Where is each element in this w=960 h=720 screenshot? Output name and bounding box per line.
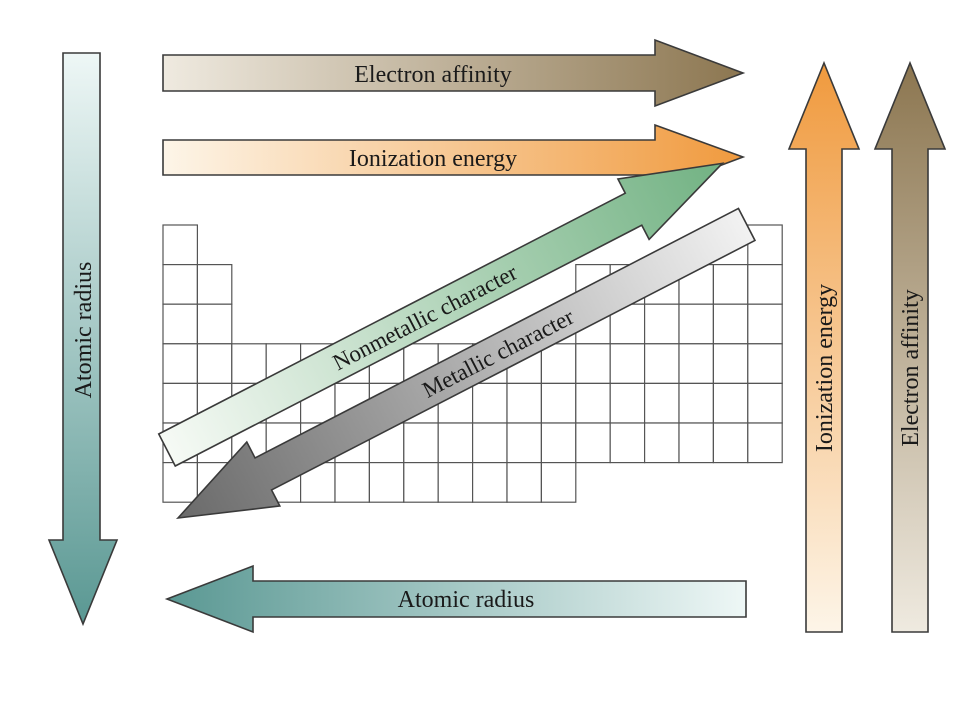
table-cell — [678, 303, 715, 345]
table-cell — [368, 462, 405, 503]
table-cell — [472, 462, 508, 503]
table-cell — [403, 462, 439, 503]
table-cell — [162, 462, 199, 503]
table-cell — [472, 382, 508, 424]
table-cell — [540, 422, 577, 464]
electron-affinity-arrow-top: Electron affinity — [162, 38, 746, 108]
table-cell — [575, 343, 611, 384]
table-cell — [162, 303, 199, 345]
table-cell — [472, 422, 508, 464]
table-cell — [506, 382, 543, 424]
table-cell — [334, 462, 371, 503]
table-cell — [609, 382, 646, 424]
table-cell — [643, 422, 680, 464]
ionization-energy-arrow-top: Ionization energy — [162, 123, 746, 192]
electron-affinity-label-top: Electron affinity — [354, 62, 512, 88]
table-cell — [712, 303, 749, 345]
table-cell — [506, 462, 543, 503]
table-cell — [678, 343, 715, 384]
atomic-radius-label-left: Atomic radius — [71, 262, 97, 399]
table-cell — [609, 422, 646, 464]
table-cell — [231, 343, 267, 384]
table-cell — [678, 422, 715, 464]
table-cell — [506, 422, 543, 464]
table-cell — [643, 382, 680, 424]
table-cell — [747, 343, 783, 384]
table-cell — [540, 382, 577, 424]
table-cell — [437, 462, 474, 503]
table-cell — [162, 343, 199, 384]
table-cell — [162, 264, 199, 305]
table-cell — [196, 303, 233, 345]
table-cell — [575, 382, 611, 424]
table-cell — [712, 382, 749, 424]
table-cell — [609, 343, 646, 384]
table-cell — [643, 343, 680, 384]
table-cell — [747, 264, 783, 305]
table-cell — [540, 343, 577, 384]
table-cell — [196, 264, 233, 305]
table-cell — [747, 422, 783, 464]
table-cell — [540, 462, 577, 503]
table-cell — [162, 224, 199, 266]
atomic-radius-label-bottom: Atomic radius — [398, 587, 535, 613]
table-cell — [403, 422, 439, 464]
ionization-energy-label-right: Ionization energy — [812, 284, 838, 452]
atomic-radius-arrow-left: Atomic radius — [47, 52, 119, 627]
table-cell — [712, 422, 749, 464]
atomic-radius-arrow-bottom: Atomic radius — [164, 564, 747, 634]
table-cell — [678, 382, 715, 424]
table-cell — [747, 382, 783, 424]
table-cell — [712, 343, 749, 384]
ionization-energy-arrow-right: Ionization energy — [787, 60, 861, 633]
electron-affinity-arrow-right: Electron affinity — [873, 60, 947, 633]
table-cell — [575, 422, 611, 464]
ionization-energy-label-top: Ionization energy — [349, 146, 517, 172]
table-cell — [747, 224, 783, 266]
electron-affinity-label-right: Electron affinity — [898, 289, 924, 447]
table-cell — [437, 422, 474, 464]
table-cell — [747, 303, 783, 345]
table-cell — [643, 303, 680, 345]
table-cell — [196, 343, 233, 384]
table-cell — [712, 264, 749, 305]
